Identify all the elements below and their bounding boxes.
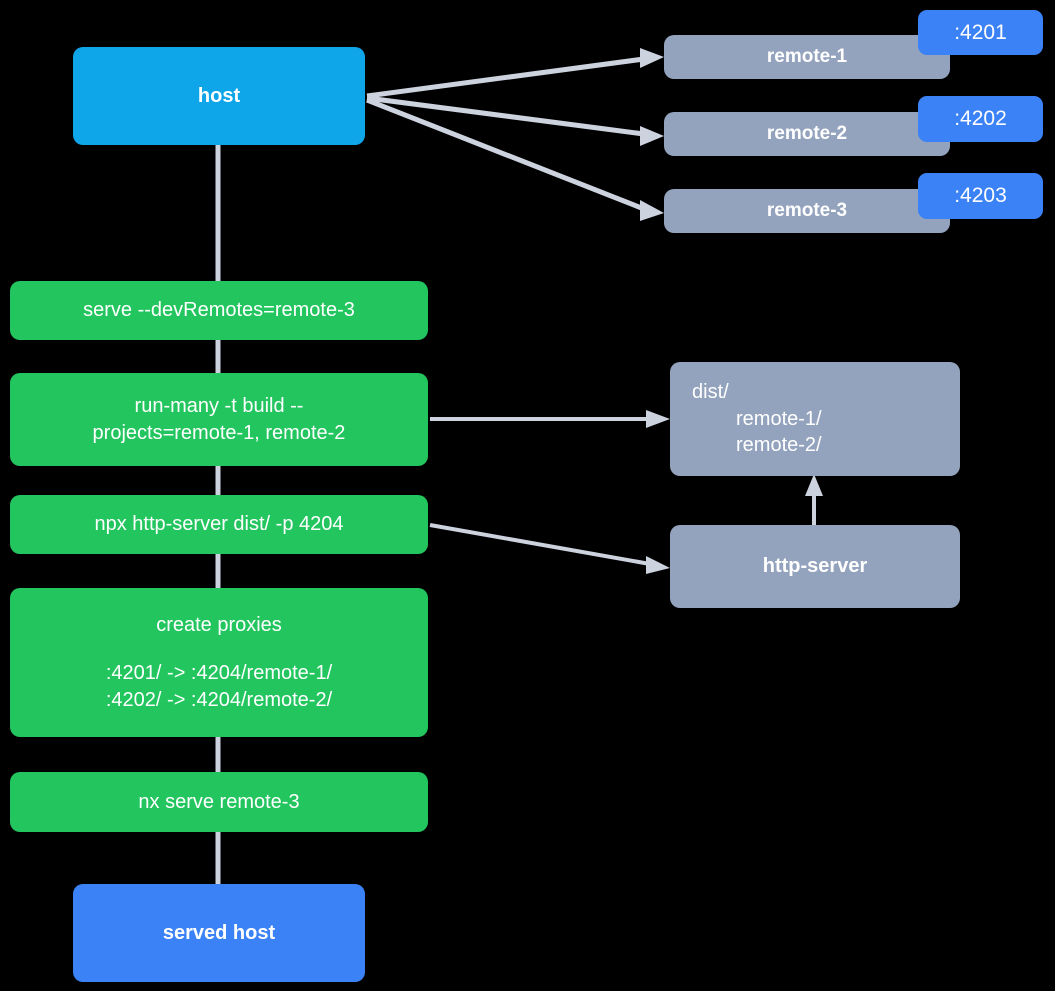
node-dist-folder[interactable]: dist/ remote-1/ remote-2/	[670, 362, 960, 476]
command-create-proxies[interactable]: create proxies :4201/ -> :4204/remote-1/…	[10, 588, 428, 737]
node-http-server[interactable]: http-server	[670, 525, 960, 608]
node-remote-3[interactable]: remote-3	[664, 189, 950, 233]
command-create-proxies-line2: :4202/ -> :4204/remote-2/	[105, 688, 333, 711]
node-http-server-label: http-server	[762, 555, 868, 578]
command-nx-serve-remote-3-label: nx serve remote-3	[138, 790, 300, 813]
node-remote-1[interactable]: remote-1	[664, 35, 950, 79]
node-remote-1-label: remote-1	[766, 46, 848, 68]
node-dist-line3: remote-2/	[736, 434, 822, 457]
edge-host-to-remote-3	[366, 97, 664, 221]
node-remote-2-label: remote-2	[766, 123, 848, 145]
badge-remote-2-port[interactable]: :4202	[918, 96, 1043, 142]
node-served-host-label: served host	[162, 921, 276, 944]
node-host[interactable]: host	[73, 47, 365, 145]
command-npx-http-server[interactable]: npx http-server dist/ -p 4204	[10, 495, 428, 554]
command-npx-http-server-label: npx http-server dist/ -p 4204	[94, 513, 344, 536]
command-nx-serve-remote-3[interactable]: nx serve remote-3	[10, 772, 428, 832]
command-serve-dev-remotes[interactable]: serve --devRemotes=remote-3	[10, 281, 428, 340]
command-serve-dev-remotes-label: serve --devRemotes=remote-3	[83, 299, 355, 322]
node-dist-line1: dist/	[692, 381, 729, 404]
node-remote-3-label: remote-3	[766, 200, 848, 222]
node-remote-2[interactable]: remote-2	[664, 112, 950, 156]
badge-remote-1-port[interactable]: :4201	[918, 10, 1043, 55]
command-create-proxies-line1: :4201/ -> :4204/remote-1/	[105, 662, 333, 685]
edge-http-server-to-dist	[805, 474, 823, 526]
command-create-proxies-title: create proxies	[156, 613, 282, 636]
badge-remote-3-port[interactable]: :4203	[918, 173, 1043, 219]
edge-npx-to-http-server	[429, 523, 670, 574]
command-run-many-line1: run-many -t build --	[134, 395, 304, 418]
command-run-many-line2: projects=remote-1, remote-2	[92, 421, 346, 444]
node-dist-line2: remote-1/	[736, 407, 822, 430]
edge-host-to-remote-2	[366, 95, 664, 146]
node-host-label: host	[197, 84, 241, 107]
command-run-many[interactable]: run-many -t build -- projects=remote-1, …	[10, 373, 428, 466]
badge-remote-3-port-label: :4203	[954, 184, 1007, 208]
edge-host-to-remote-1	[366, 48, 664, 99]
badge-remote-2-port-label: :4202	[954, 107, 1007, 131]
edge-run-many-to-dist	[430, 410, 670, 428]
node-served-host[interactable]: served host	[73, 884, 365, 982]
badge-remote-1-port-label: :4201	[954, 20, 1007, 44]
